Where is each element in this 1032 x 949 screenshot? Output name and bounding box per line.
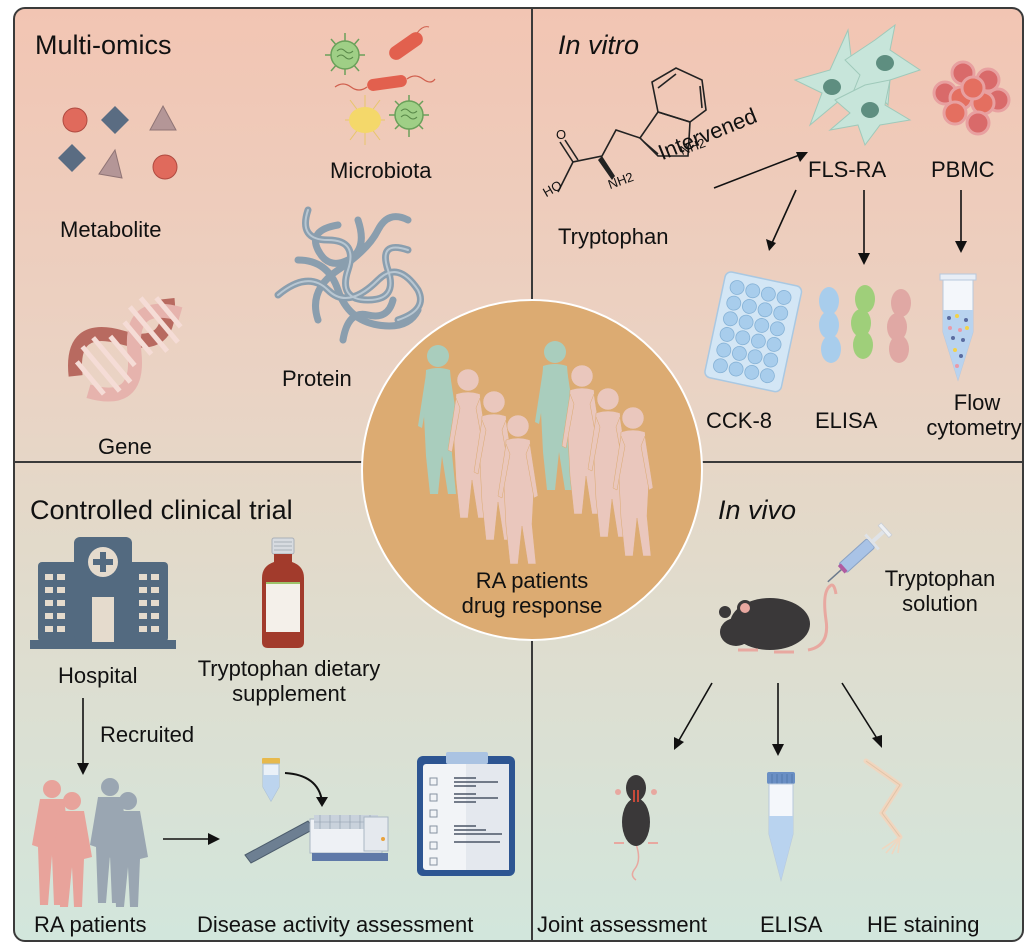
analyzer-icon	[244, 758, 389, 864]
label-cck8: CCK-8	[706, 408, 773, 433]
center-label-line2: drug response	[461, 593, 603, 619]
metabolite-icon	[58, 104, 178, 180]
label-supplement-line2: supplement	[232, 681, 346, 707]
label-protein: Protein	[282, 366, 352, 391]
label-solution-line2: solution	[902, 591, 978, 617]
assay-arrows	[766, 189, 967, 265]
arrow-to-he	[841, 682, 879, 741]
elisa-tube-icon	[767, 772, 795, 882]
dna-icon	[68, 296, 183, 402]
label-gene: Gene	[98, 434, 152, 459]
cck8-plate-icon	[704, 271, 803, 393]
tryptophan-structure-icon	[557, 67, 707, 193]
center-label: RA patients drug response	[432, 568, 632, 619]
arrow-recruited	[77, 698, 89, 775]
protein-icon	[274, 206, 424, 344]
microbiota-icon	[325, 26, 436, 145]
label-solution-line1: Tryptophan	[884, 566, 996, 591]
panel-title-in-vivo: In vivo	[718, 495, 797, 525]
panel-title-multi-omics: Multi-omics	[35, 30, 172, 60]
center-label-line1: RA patients	[475, 568, 589, 593]
label-ra-patients: RA patients	[34, 912, 147, 937]
arrow-to-assessment	[163, 833, 220, 845]
panel-title-in-vitro: In vitro	[558, 30, 640, 60]
label-supplement-line1: Tryptophan dietary	[197, 656, 381, 681]
label-disease-activity: Disease activity assessment	[197, 912, 474, 937]
hospital-icon	[30, 537, 176, 649]
label-tryptophan: Tryptophan	[558, 224, 669, 249]
label-metabolite: Metabolite	[60, 217, 162, 242]
leg-bones-icon	[863, 758, 903, 855]
panel-title-clinical-trial: Controlled clinical trial	[30, 495, 293, 525]
arrow-to-joint	[677, 682, 713, 743]
label-pbmc: PBMC	[931, 157, 995, 182]
label-fls-ra: FLS-RA	[808, 157, 887, 182]
elisa-beads-icon	[819, 285, 911, 363]
arrow-to-cck8	[771, 189, 797, 244]
label-flow-cytometry: Flow cytometry	[922, 390, 1032, 441]
label-supplement: Tryptophan dietary supplement	[178, 656, 400, 707]
label-flow-line1: Flow	[953, 390, 1001, 415]
clipboard-icon	[417, 752, 515, 876]
label-elisa-in-vitro: ELISA	[815, 408, 878, 433]
syringe-icon	[827, 522, 893, 583]
arrow-intervened	[713, 152, 808, 189]
flow-tube-icon	[939, 273, 977, 382]
label-joint-assessment: Joint assessment	[537, 912, 707, 937]
patients-group-icon	[32, 778, 148, 907]
mouse-topview-icon	[614, 775, 658, 881]
label-hospital: Hospital	[58, 663, 138, 688]
patients-crowd-icon	[418, 341, 654, 565]
fls-cells-icon	[793, 23, 922, 147]
label-tryptophan-solution: Tryptophan solution	[872, 566, 1008, 617]
label-recruited: Recruited	[100, 722, 195, 747]
supplement-bottle-icon	[262, 537, 304, 648]
label-flow-line2: cytometry	[926, 415, 1022, 441]
molecule-label-o: O	[556, 127, 567, 142]
pbmc-icon	[932, 60, 1011, 136]
mouse-icon	[719, 583, 838, 654]
label-microbiota: Microbiota	[330, 158, 432, 183]
in-vivo-arrows	[674, 682, 882, 756]
label-elisa-in-vivo: ELISA	[760, 912, 823, 937]
label-he-staining: HE staining	[867, 912, 980, 937]
